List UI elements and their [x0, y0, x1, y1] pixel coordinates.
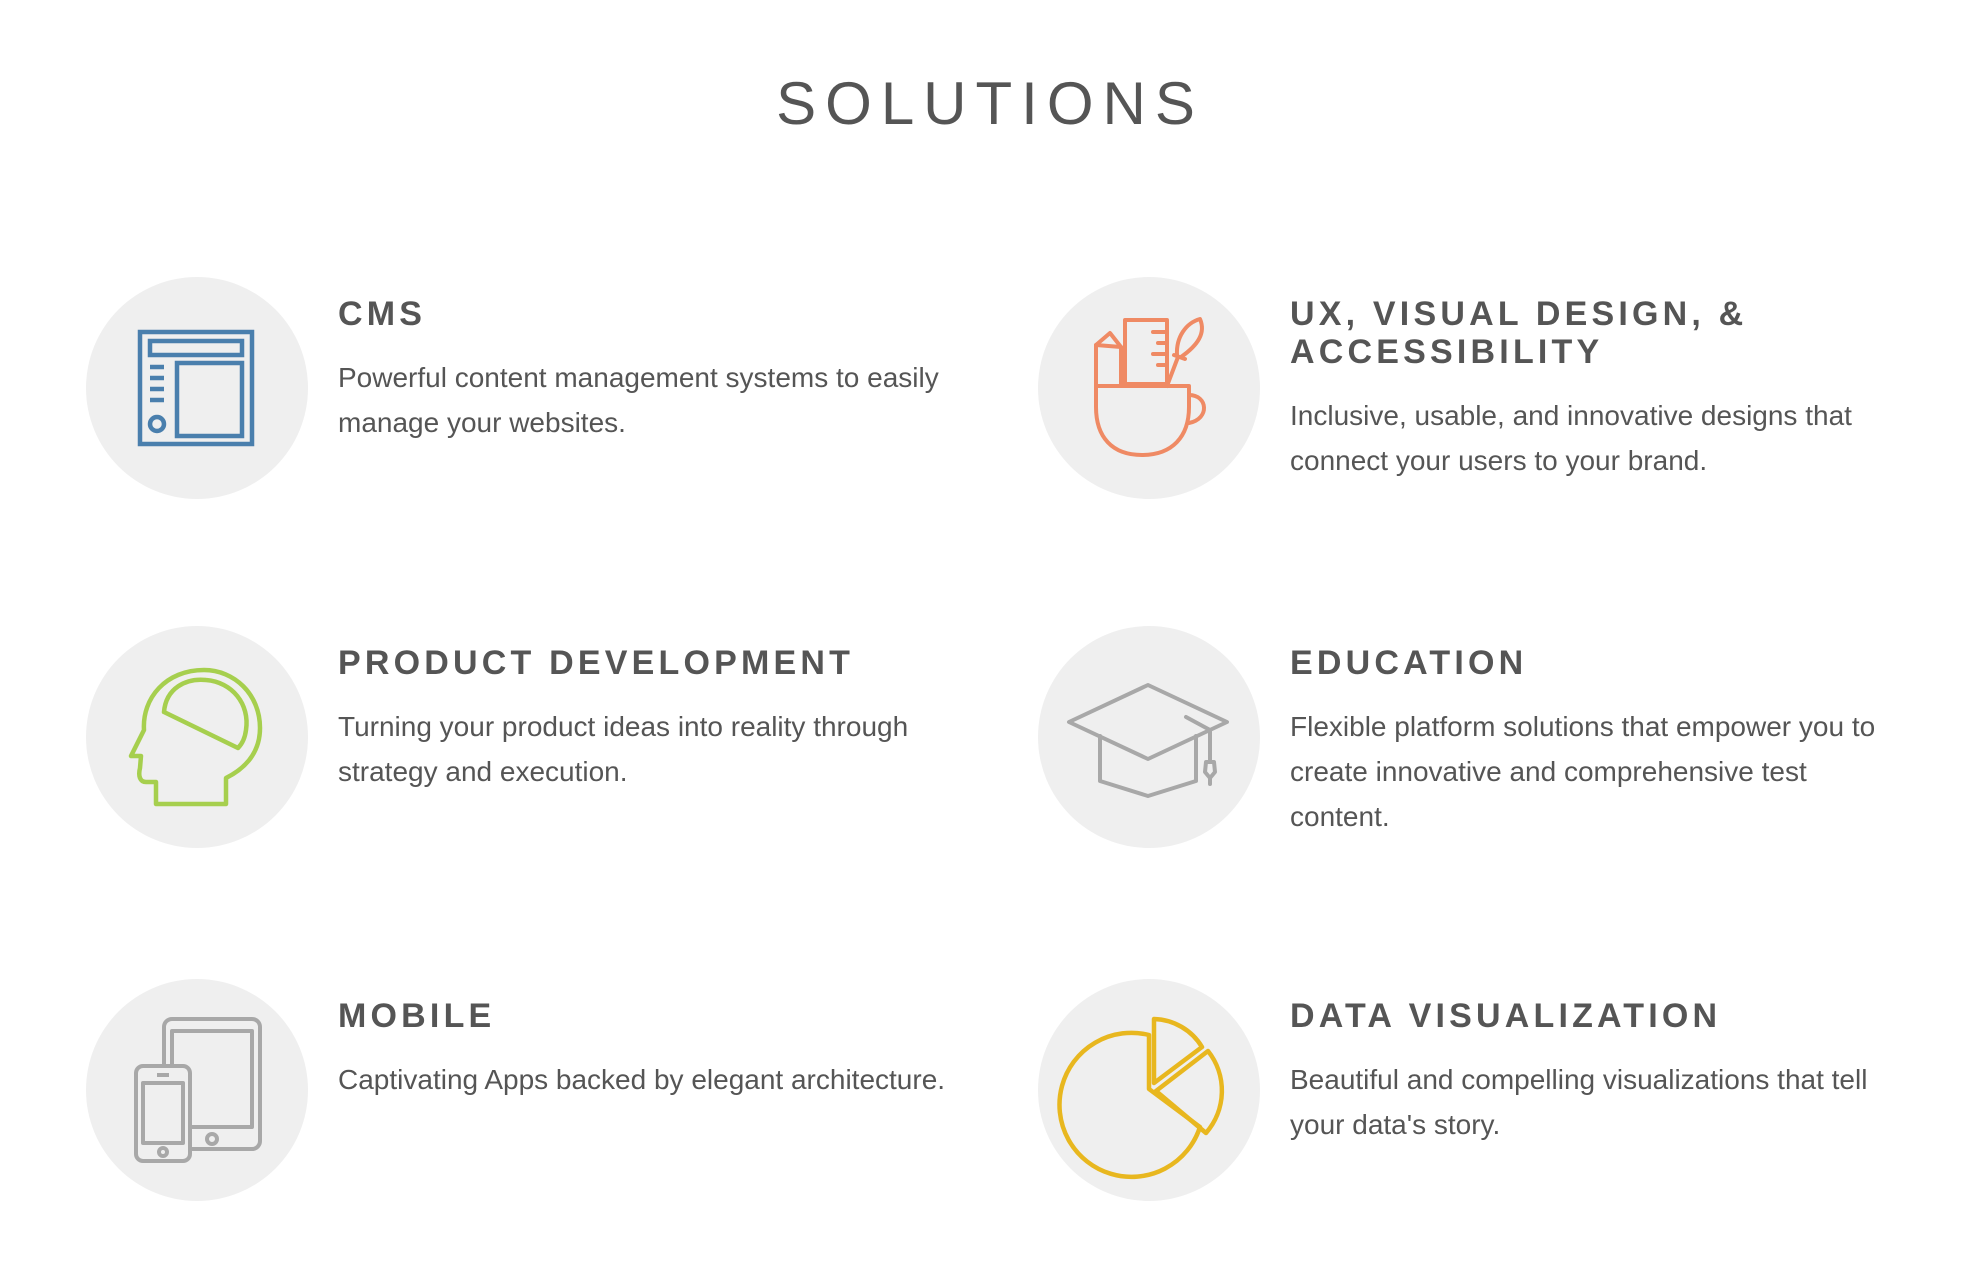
solution-title: PRODUCT DEVELOPMENT [338, 644, 855, 682]
head-brain-icon [128, 667, 263, 807]
solution-title: CMS [338, 295, 427, 333]
solution-title: DATA VISUALIZATION [1290, 997, 1722, 1035]
solution-card-product-development[interactable]: PRODUCT DEVELOPMENT Turning your product… [86, 626, 986, 866]
icon-circle [86, 979, 308, 1201]
solution-description: Powerful content management systems to e… [338, 362, 939, 438]
solution-card-cms[interactable]: CMS Powerful content management systems … [86, 277, 986, 517]
design-tools-mug-icon [1094, 317, 1206, 457]
icon-circle [1038, 626, 1260, 848]
pie-chart-icon [1057, 1016, 1225, 1180]
solution-card-data-visualization[interactable]: DATA VISUALIZATION Beautiful and compell… [1038, 979, 1938, 1219]
solution-title: MOBILE [338, 997, 496, 1035]
solution-description: Turning your product ideas into reality … [338, 711, 909, 787]
solution-description: Beautiful and compelling visualizations … [1290, 1064, 1868, 1140]
graduation-cap-icon [1067, 683, 1229, 798]
solution-description: Flexible platform solutions that empower… [1290, 711, 1876, 832]
cms-window-icon [137, 329, 255, 447]
solution-description: Inclusive, usable, and innovative design… [1290, 400, 1852, 476]
solution-title: EDUCATION [1290, 644, 1528, 682]
icon-circle [86, 277, 308, 499]
solution-card-mobile[interactable]: MOBILE Captivating Apps backed by elegan… [86, 979, 986, 1219]
solution-card-ux[interactable]: UX, VISUAL DESIGN, & ACCESSIBILITY Inclu… [1038, 277, 1938, 517]
phone-tablet-icon [134, 1017, 262, 1163]
solution-title: UX, VISUAL DESIGN, & ACCESSIBILITY [1290, 295, 1748, 371]
icon-circle [1038, 979, 1260, 1201]
solution-card-education[interactable]: EDUCATION Flexible platform solutions th… [1038, 626, 1938, 866]
solution-description: Captivating Apps backed by elegant archi… [338, 1064, 946, 1095]
section-title: SOLUTIONS [776, 70, 1204, 137]
icon-circle [86, 626, 308, 848]
icon-circle [1038, 277, 1260, 499]
